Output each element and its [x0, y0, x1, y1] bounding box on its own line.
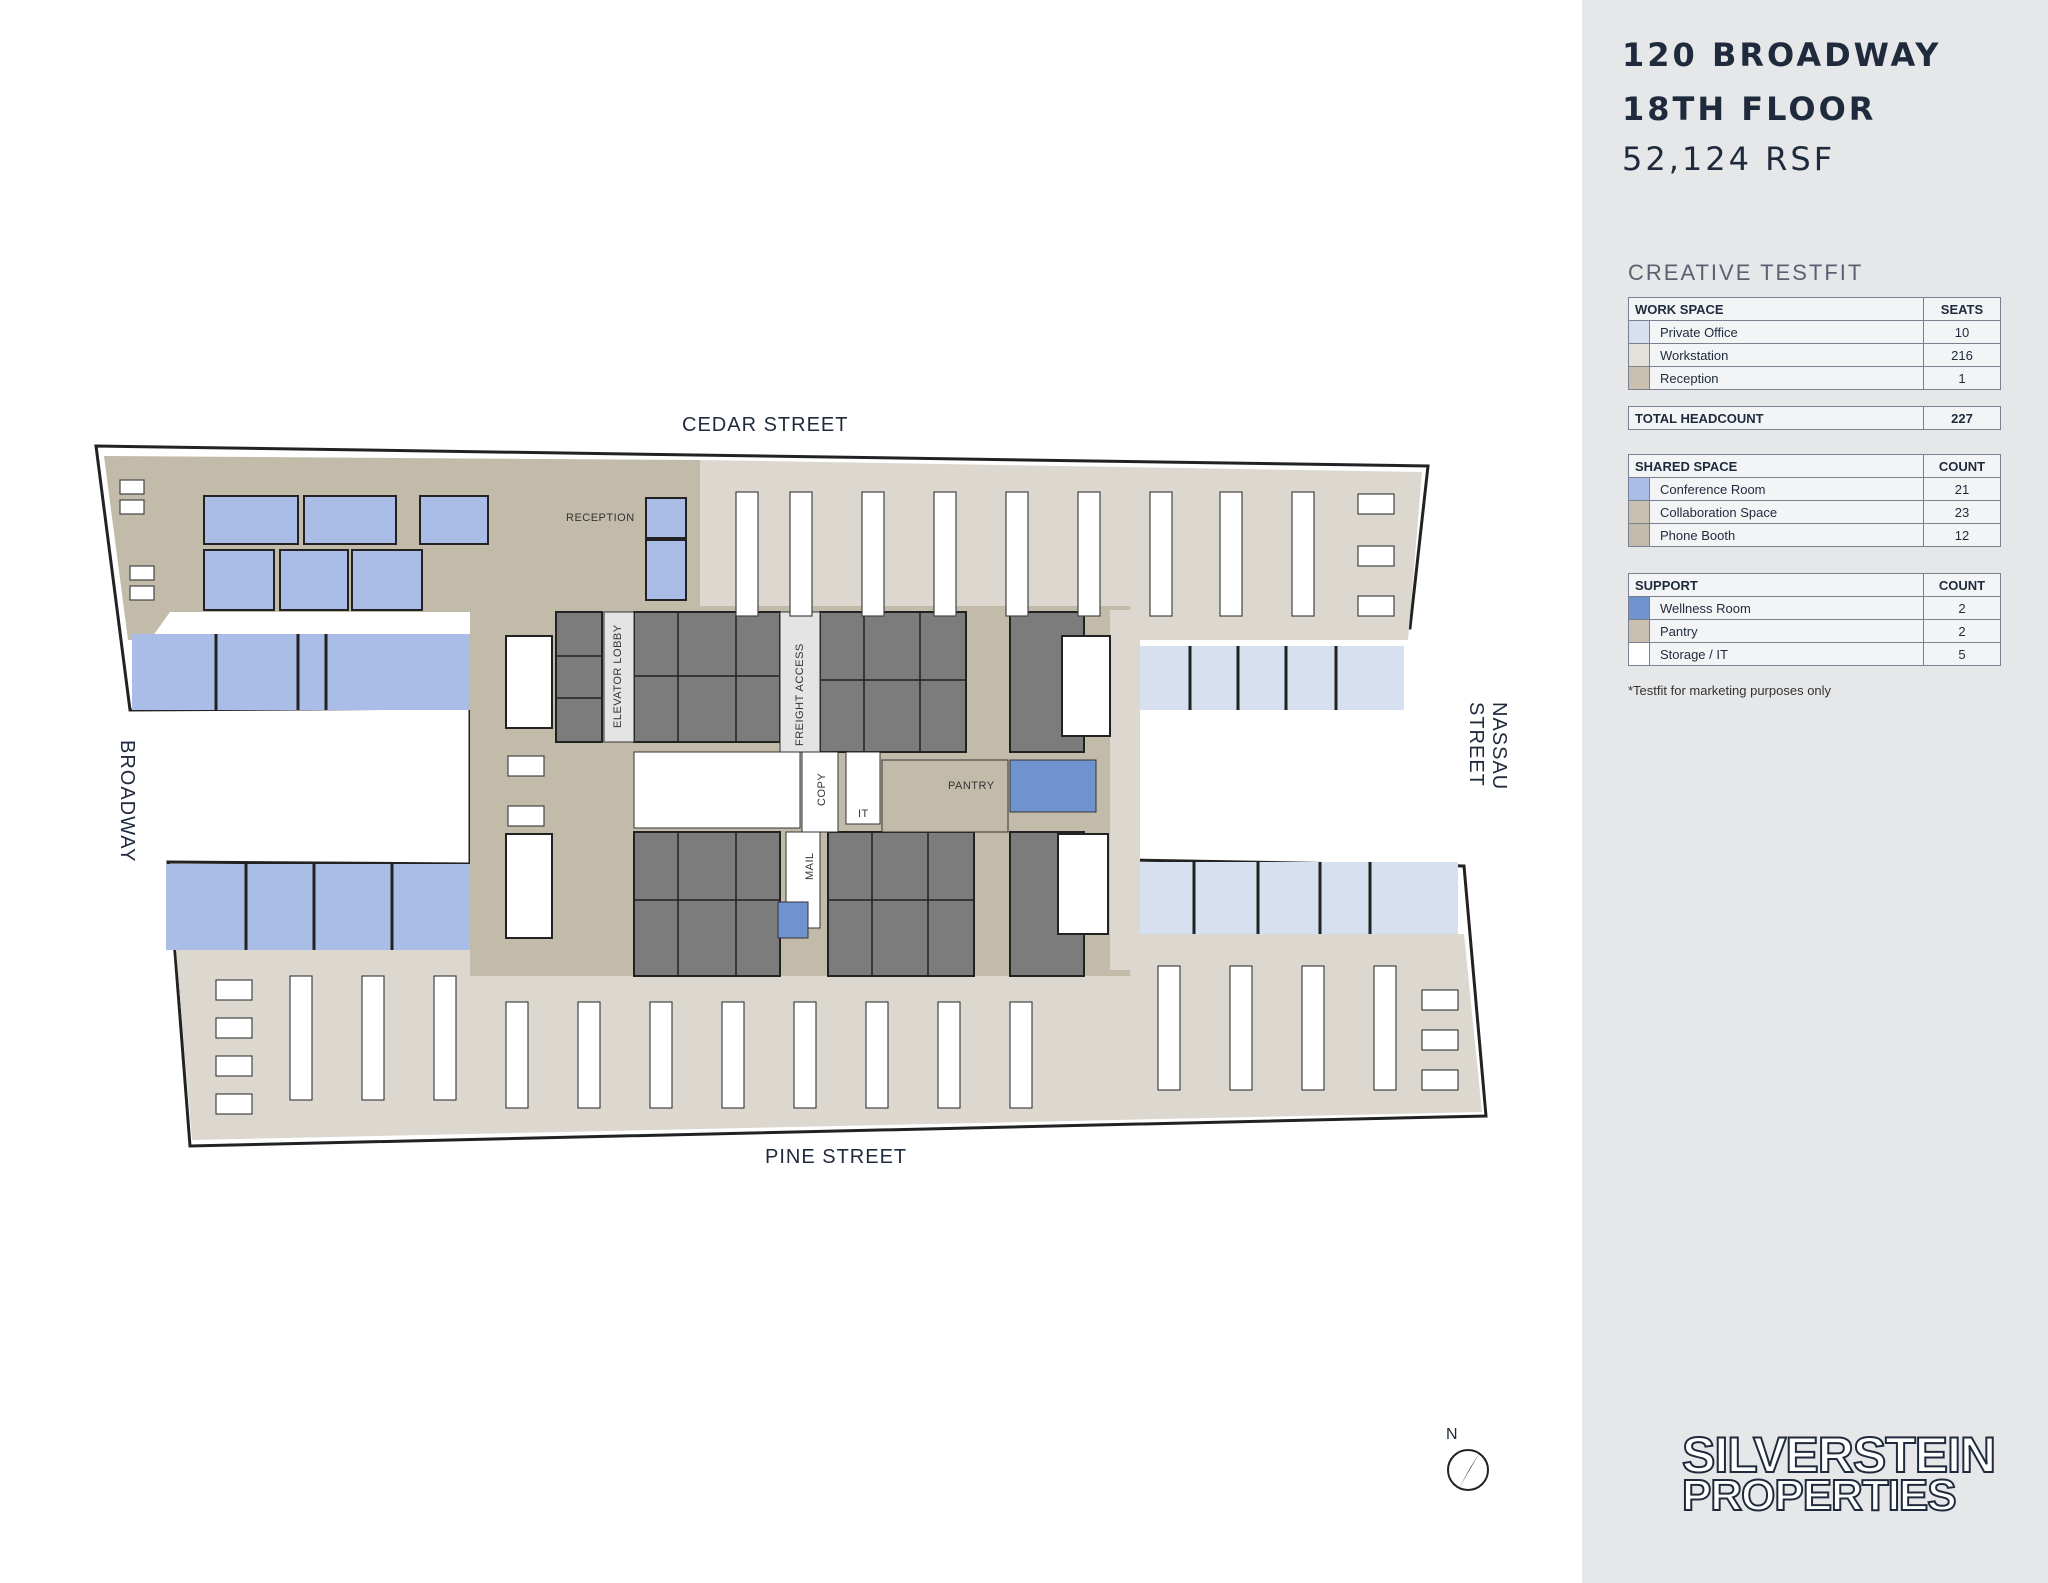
row-label: Phone Booth — [1649, 523, 1924, 547]
compass-needle — [1458, 1452, 1480, 1490]
disclaimer-note: *Testfit for marketing purposes only — [1628, 683, 1832, 698]
building-address: 120 BROADWAY — [1622, 36, 1942, 74]
row-value: 21 — [1923, 477, 2001, 501]
row-label: Wellness Room — [1649, 596, 1924, 620]
table-header-row: SHARED SPACE COUNT — [1628, 454, 2001, 478]
room-label-elevator-lobby: ELEVATOR LOBBY — [612, 624, 624, 728]
stair-boxes — [505, 635, 1111, 939]
street-label-north: CEDAR STREET — [682, 414, 849, 436]
row-value: 10 — [1923, 320, 2001, 344]
row-value: 1 — [1923, 366, 2001, 390]
copy-room — [801, 751, 839, 833]
south-workstation-zone — [176, 934, 1482, 1140]
rsf-value: 52,124 RSF — [1622, 140, 1836, 178]
row-label: Reception — [1649, 366, 1924, 390]
elevator-lobby — [603, 611, 635, 743]
count-header: COUNT — [1923, 454, 2001, 478]
street-label-east: NASSAU STREET — [1465, 702, 1510, 791]
support-header: SUPPORT — [1628, 573, 1924, 597]
table-row: Conference Room 21 — [1628, 477, 2001, 501]
support-table: SUPPORT COUNT Wellness Room 2 Pantry 2 S… — [1628, 573, 2001, 666]
table-row: TOTAL HEADCOUNT 227 — [1628, 406, 2001, 430]
legend-swatch — [1628, 477, 1650, 501]
count-header: COUNT — [1923, 573, 2001, 597]
floor-plan-drawing — [94, 444, 1489, 1491]
room-label-mail: MAIL — [804, 852, 816, 880]
north-workstation-benches — [735, 491, 1315, 617]
reception-conf-rooms — [203, 495, 687, 611]
utility-corridor — [633, 751, 801, 829]
pantry-zone — [881, 759, 1009, 833]
row-label: Storage / IT — [1649, 642, 1924, 666]
west-conf-dividers — [214, 634, 394, 950]
west-south-conf-row — [166, 864, 470, 950]
section-title: CREATIVE TESTFIT — [1628, 260, 1864, 285]
table-row: Wellness Room 2 — [1628, 596, 2001, 620]
table-row: Phone Booth 12 — [1628, 523, 2001, 547]
shared-space-header: SHARED SPACE — [1628, 454, 1924, 478]
compass-circle — [1447, 1449, 1489, 1491]
room-label-reception: RECEPTION — [566, 512, 635, 524]
work-space-header: WORK SPACE — [1628, 297, 1924, 321]
legend-swatch — [1628, 500, 1650, 524]
room-label-freight-access: FREIGHT ACCESS — [794, 643, 806, 746]
east-core-strip — [1110, 610, 1140, 970]
row-label: Pantry — [1649, 619, 1924, 643]
freight-access — [779, 611, 821, 753]
table-header-row: SUPPORT COUNT — [1628, 573, 2001, 597]
legend-swatch — [1628, 596, 1650, 620]
row-value: 23 — [1923, 500, 2001, 524]
work-space-table: WORK SPACE SEATS Private Office 10 Works… — [1628, 297, 2001, 390]
logo-line-2: PROPERTIES — [1681, 1471, 1958, 1520]
sidebar-panel: 120 BROADWAY 18TH FLOOR 52,124 RSF CREAT… — [1582, 0, 2048, 1583]
east-north-offices — [1128, 646, 1404, 710]
north-arrow-label: N — [1446, 1426, 1458, 1443]
legend-swatch — [1628, 343, 1650, 367]
south-workstation-benches — [289, 965, 1397, 1109]
row-label: Workstation — [1649, 343, 1924, 367]
east-office-dividers — [1188, 646, 1372, 934]
total-label: TOTAL HEADCOUNT — [1628, 406, 1924, 430]
row-label: Conference Room — [1649, 477, 1924, 501]
room-label-pantry: PANTRY — [948, 780, 995, 792]
legend-swatch — [1628, 366, 1650, 390]
row-value: 12 — [1923, 523, 2001, 547]
seats-header: SEATS — [1923, 297, 2001, 321]
table-row: Private Office 10 — [1628, 320, 2001, 344]
table-header-row: WORK SPACE SEATS — [1628, 297, 2001, 321]
row-label: Collaboration Space — [1649, 500, 1924, 524]
table-row: Collaboration Space 23 — [1628, 500, 2001, 524]
shared-space-table: SHARED SPACE COUNT Conference Room 21 Co… — [1628, 454, 2001, 547]
row-value: 216 — [1923, 343, 2001, 367]
row-value: 2 — [1923, 596, 2001, 620]
street-label-south: PINE STREET — [765, 1146, 908, 1168]
legend-swatch — [1628, 619, 1650, 643]
floor-title: 18TH FLOOR — [1622, 90, 1877, 128]
west-north-conf-row — [132, 634, 470, 710]
east-south-offices — [1128, 862, 1458, 934]
table-row: Storage / IT 5 — [1628, 642, 2001, 666]
phone-booths — [119, 479, 1459, 1115]
floor-plan: CEDAR STREET PINE STREET BROADWAY NASSAU… — [94, 414, 1510, 1491]
table-row: Workstation 216 — [1628, 343, 2001, 367]
it-room — [845, 751, 881, 825]
total-value: 227 — [1923, 406, 2001, 430]
row-label: Private Office — [1649, 320, 1924, 344]
legend-swatch — [1628, 320, 1650, 344]
row-value: 2 — [1923, 619, 2001, 643]
room-label-it: IT — [858, 808, 869, 820]
elevator-car-grid — [556, 612, 974, 976]
table-row: Pantry 2 — [1628, 619, 2001, 643]
street-label-west: BROADWAY — [116, 740, 138, 863]
wellness-room-1 — [1009, 759, 1097, 813]
room-label-copy: COPY — [816, 772, 828, 806]
row-value: 5 — [1923, 642, 2001, 666]
silverstein-logo: SILVERSTEIN PROPERTIES — [1681, 1427, 1997, 1520]
table-row: Reception 1 — [1628, 366, 2001, 390]
legend-swatch — [1628, 642, 1650, 666]
logo-line-1: SILVERSTEIN — [1681, 1427, 1997, 1483]
wellness-room-2 — [777, 901, 809, 939]
total-headcount-table: TOTAL HEADCOUNT 227 — [1628, 406, 2001, 430]
legend-swatch — [1628, 523, 1650, 547]
